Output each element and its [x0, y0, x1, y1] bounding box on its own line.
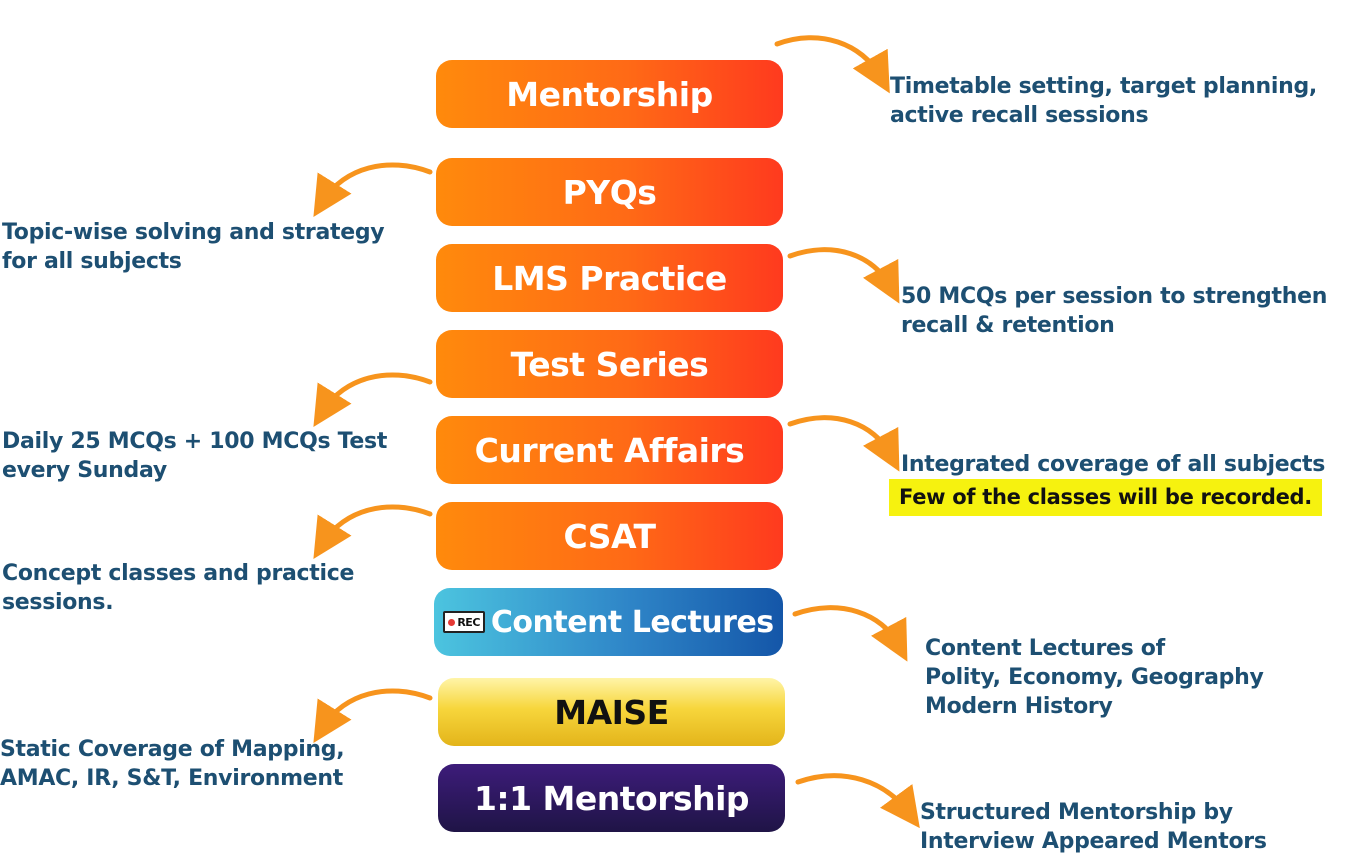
pill-pyqs: PYQs [436, 158, 783, 226]
desc-line: every Sunday [2, 458, 167, 483]
desc-mentorship: Timetable setting, target planning, acti… [890, 72, 1317, 130]
pill-one-on-one-mentorship: 1:1 Mentorship [438, 764, 785, 832]
pill-current-affairs-label: Current Affairs [474, 430, 745, 470]
desc-line: Integrated coverage of all subjects [901, 452, 1326, 477]
desc-line: Concept classes and practice [2, 561, 355, 586]
arrow-mentorship [774, 35, 890, 94]
arrow-current-affairs [787, 415, 900, 472]
desc-line: AMAC, IR, S&T, Environment [0, 766, 343, 791]
arrow-content-lectures [792, 605, 908, 662]
desc-maise: Static Coverage of Mapping, AMAC, IR, S&… [0, 735, 345, 793]
pill-mentorship-label: Mentorship [506, 74, 713, 114]
pill-csat-label: CSAT [563, 516, 656, 556]
desc-line: Topic-wise solving and strategy [2, 220, 385, 245]
desc-lms-practice: 50 MCQs per session to strengthen recall… [901, 282, 1327, 340]
desc-one-on-one-mentorship: Structured Mentorship by Interview Appea… [920, 798, 1267, 856]
desc-current-affairs: Integrated coverage of all subjects [901, 450, 1325, 479]
desc-test-series: Daily 25 MCQs + 100 MCQs Test every Sund… [2, 427, 387, 485]
arrow-csat [313, 504, 433, 559]
pill-content-lectures: REC Content Lectures [434, 588, 783, 656]
desc-line: Interview Appeared Mentors [920, 829, 1267, 854]
pill-pyqs-label: PYQs [562, 172, 657, 212]
pill-maise: MAISE [438, 678, 785, 746]
desc-csat: Concept classes and practice sessions. [2, 559, 354, 617]
pill-one-on-one-mentorship-label: 1:1 Mentorship [473, 778, 750, 818]
desc-line: Daily 25 MCQs + 100 MCQs Test [2, 429, 388, 454]
desc-line: Static Coverage of Mapping, [0, 737, 345, 762]
desc-line: Timetable setting, target planning, [890, 74, 1317, 99]
pill-current-affairs: Current Affairs [436, 416, 783, 484]
record-dot-icon [448, 618, 456, 626]
arrow-test-series [313, 372, 433, 427]
pill-test-series: Test Series [436, 330, 783, 398]
desc-line: recall & retention [901, 313, 1115, 338]
desc-line: Structured Mentorship by [920, 800, 1233, 825]
desc-line: Content Lectures of [925, 636, 1165, 661]
desc-line: for all subjects [2, 249, 182, 274]
arrow-pyqs [313, 162, 433, 217]
arrow-lms [787, 247, 900, 304]
desc-line: sessions. [2, 590, 114, 615]
pill-lms-practice: LMS Practice [436, 244, 783, 312]
pill-csat: CSAT [436, 502, 783, 570]
arrow-one-on-one [795, 773, 920, 829]
desc-line: active recall sessions [890, 103, 1149, 128]
pill-test-series-label: Test Series [510, 344, 709, 384]
desc-content-lectures: Content Lectures of Polity, Economy, Geo… [925, 634, 1264, 721]
recorded-classes-note: Few of the classes will be recorded. [889, 479, 1322, 516]
desc-pyqs: Topic-wise solving and strategy for all … [2, 218, 385, 276]
pill-maise-label: MAISE [554, 692, 669, 732]
pill-content-lectures-label: Content Lectures [490, 604, 774, 640]
desc-line: 50 MCQs per session to strengthen [901, 284, 1328, 309]
pill-mentorship: Mentorship [436, 60, 783, 128]
rec-badge-icon: REC [443, 611, 485, 633]
pill-lms-practice-label: LMS Practice [492, 258, 727, 298]
desc-line: Polity, Economy, Geography [925, 665, 1264, 690]
desc-line: Modern History [925, 694, 1113, 719]
arrow-maise [313, 688, 433, 743]
rec-badge-label: REC [457, 615, 480, 629]
